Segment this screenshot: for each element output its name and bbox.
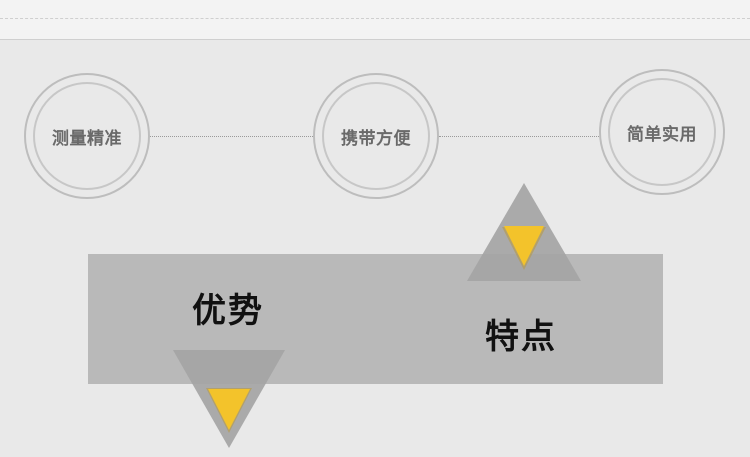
banner-title-advantages: 优势 xyxy=(192,291,264,331)
feature-connector-line xyxy=(439,136,599,137)
feature-inner-ring: 测量精准 xyxy=(33,82,141,190)
feature-connector-line xyxy=(150,136,313,137)
feature-inner-ring: 简单实用 xyxy=(608,78,716,186)
feature-label: 携带方便 xyxy=(341,128,411,149)
triangle-down-icon xyxy=(173,350,285,448)
feature-circle-portable: 携带方便 xyxy=(313,73,439,199)
feature-label: 测量精准 xyxy=(52,128,122,149)
feature-circle-practical: 简单实用 xyxy=(599,69,725,195)
feature-circle-precision: 测量精准 xyxy=(24,73,150,199)
triangle-up-icon xyxy=(467,183,581,281)
top-dashed-line xyxy=(0,18,750,19)
feature-inner-ring: 携带方便 xyxy=(322,82,430,190)
top-band xyxy=(0,0,750,40)
banner-title-features: 特点 xyxy=(485,317,557,357)
feature-label: 简单实用 xyxy=(627,124,697,145)
